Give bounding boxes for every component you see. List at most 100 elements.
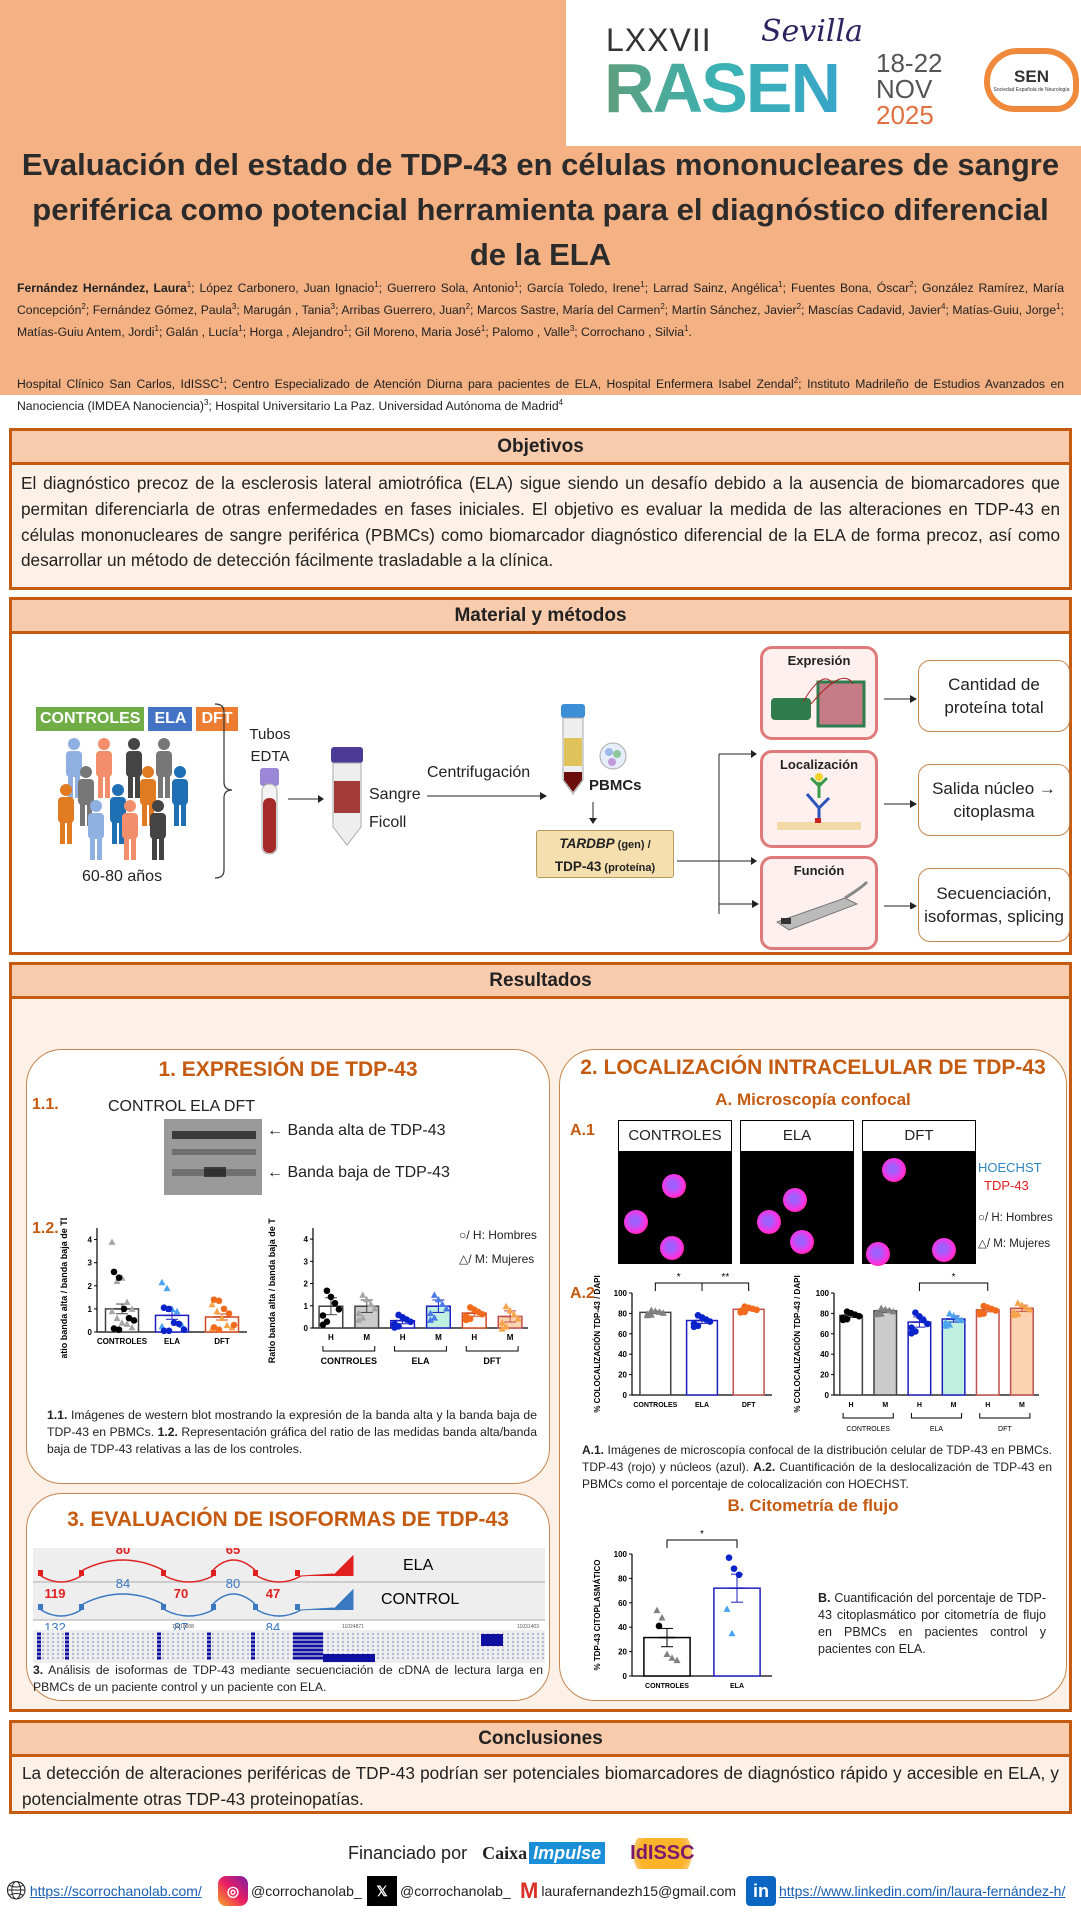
legend-hombres: ○/ H: Hombres	[459, 1228, 537, 1242]
junction-arc	[82, 1593, 164, 1605]
author: González Ramírez, María Concepción2;	[17, 281, 1065, 317]
linkedin-link[interactable]: in https://www.linkedin.com/in/laura-fer…	[746, 1875, 1065, 1907]
x-tick-label: ELA	[695, 1402, 709, 1409]
data-point-male	[160, 1304, 168, 1312]
data-point-male	[407, 1318, 414, 1326]
gene-protein-box: TARDBP (gen) / TDP-43 (proteína)	[536, 830, 674, 878]
y-axis-label: Ratio banda alta / banda baja de TDP-43	[59, 1218, 69, 1358]
junction-arc	[164, 1575, 214, 1583]
genomic-coordinate: 11031403	[517, 1624, 539, 1630]
linkedin-url[interactable]: https://www.linkedin.com/in/laura-fernán…	[779, 1883, 1066, 1899]
transcript-exon	[293, 1632, 323, 1636]
centrifugation-label: Centrifugación	[427, 764, 531, 781]
y-tick-label: 100	[614, 1289, 628, 1298]
transcript-exon	[37, 1652, 41, 1656]
data-point-female	[877, 1304, 885, 1312]
subtitle-confocal: A. Microscopía confocal	[715, 1090, 911, 1109]
x-link[interactable]: 𝕏 @corrochanolab_	[367, 1875, 511, 1907]
exon-coverage	[79, 1604, 84, 1610]
data-point-male	[120, 1305, 128, 1313]
person-figure	[122, 800, 138, 860]
x-tick-label: H	[400, 1333, 406, 1342]
y-axis-label: % COLOCALIZACIÓN TDP-43 / DAPI	[793, 1275, 802, 1412]
people-icon	[58, 738, 188, 860]
data-point-female	[946, 1309, 954, 1317]
affiliation: Instituto Madrileño de Estudios Avanzado…	[17, 377, 1064, 413]
cell	[624, 1210, 648, 1234]
data-point-male	[165, 1327, 173, 1335]
branch-title: Expresión	[787, 653, 851, 668]
data-point-female	[502, 1302, 510, 1310]
cell	[790, 1230, 814, 1254]
junction-arc	[164, 1609, 214, 1617]
funded-by-label: Financiado por	[348, 1843, 468, 1863]
data-point-female	[946, 1321, 954, 1328]
junction-arc	[256, 1609, 302, 1617]
email-link[interactable]: M laurafernandezh15@gmail.com	[520, 1875, 736, 1907]
website-url[interactable]: https://scorrochanolab.com/	[29, 1883, 202, 1899]
exon-coverage	[253, 1570, 258, 1576]
poster-title: Evaluación del estado de TDP-43 en célul…	[21, 147, 1060, 272]
logo-city: Sevilla	[761, 14, 863, 49]
data-point-male	[160, 1327, 168, 1335]
legend-mujeres: △/ M: Mujeres	[978, 1238, 1051, 1250]
protein-name: TDP-43	[554, 859, 602, 874]
data-point-female	[1010, 1308, 1018, 1315]
data-point-female	[113, 1277, 121, 1285]
falcon-tube-blood-icon	[331, 747, 363, 846]
arrow-down-icon	[589, 802, 597, 824]
bar	[975, 1309, 1000, 1396]
data-point-female	[1018, 1301, 1026, 1308]
caption-text: Imágenes de western blot mostrando la ex…	[47, 1408, 537, 1439]
transcript-track	[33, 1630, 545, 1663]
caption-isoformas: 3. Análisis de isoformas de TDP-43 media…	[33, 1662, 543, 1696]
y-tick-label: 2	[88, 1282, 93, 1291]
author-list: Fernández Hernández, Laura1; López Carbo…	[17, 276, 1064, 341]
instagram-icon: ◎	[218, 1876, 248, 1906]
transcript-exon	[207, 1644, 211, 1648]
data-point-male	[110, 1325, 118, 1332]
author: Matías-Guiu Antem, Jordi1;	[17, 323, 166, 339]
data-point-male	[327, 1293, 335, 1301]
data-point-female	[958, 1316, 966, 1324]
person-figure	[172, 766, 188, 826]
age-range: 60-80 años	[82, 868, 163, 885]
data-point-female	[355, 1309, 363, 1317]
significance-bracket	[666, 1539, 738, 1548]
y-tick-label: 80	[618, 1309, 627, 1318]
caption-text: Imágenes de microscopía confocal de la d…	[582, 1443, 1052, 1474]
instagram-link[interactable]: ◎ @corrochanolab_	[218, 1875, 362, 1907]
data-point-female	[208, 1300, 216, 1308]
data-point-male	[130, 1317, 138, 1324]
data-point-female	[885, 1306, 893, 1314]
card-localizacion: 2. LOCALIZACIÓN INTRACELULAR DE TDP-43 A…	[559, 1049, 1067, 1701]
caixa-text: Caixa	[482, 1843, 528, 1863]
data-point-male	[230, 1321, 238, 1329]
x-tick-label: ELA	[164, 1337, 180, 1346]
y-tick-label: 100	[816, 1289, 830, 1298]
data-point-male	[706, 1318, 714, 1325]
transcript-exon	[323, 1654, 375, 1662]
transcript-exon	[207, 1632, 211, 1636]
transcript-exon	[65, 1632, 69, 1636]
junction-arc	[40, 1575, 82, 1583]
data-point-male	[730, 1565, 738, 1572]
idissc-logo: IdISSC	[624, 1838, 701, 1869]
data-point-female	[881, 1305, 889, 1313]
transcript-exon	[157, 1640, 161, 1644]
junction-count: 47	[266, 1586, 280, 1601]
track-label: ELA	[403, 1557, 434, 1574]
protein-suffix: (proteína)	[601, 862, 656, 874]
genomic-coordinate: 11024871	[342, 1624, 364, 1630]
sashimi-background	[33, 1548, 545, 1620]
data-point-female	[647, 1306, 655, 1313]
gene-suffix: (gen) /	[614, 839, 651, 851]
junction-count: 119	[45, 1586, 66, 1601]
junction-arc	[212, 1593, 256, 1605]
group-bracket	[910, 1413, 963, 1419]
website-link[interactable]: 🌐︎ https://scorrochanolab.com/	[6, 1875, 202, 1907]
x-tick-label: ELA	[730, 1683, 744, 1690]
group-labels: CONTROLES ELA DFT	[36, 707, 238, 731]
data-point-male	[725, 1554, 733, 1561]
